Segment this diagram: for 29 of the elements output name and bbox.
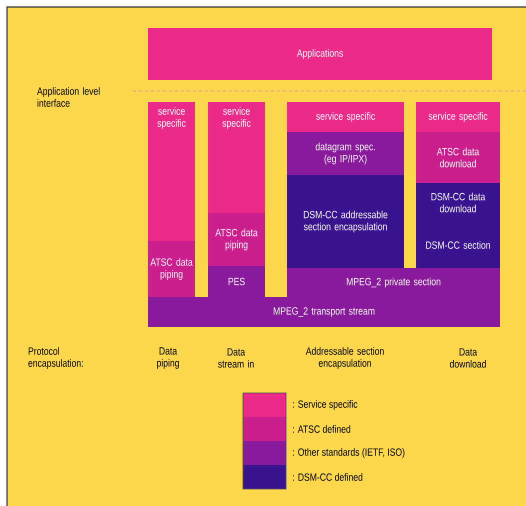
node-label: PES	[228, 278, 245, 286]
legend-label: : ATSC defined	[293, 425, 350, 433]
node-label: MPEG_2 transport stream	[274, 307, 374, 317]
layer-box: ATSC data piping	[208, 213, 265, 266]
label: Addressable section encapsulation	[306, 347, 384, 369]
layer-box: service specific	[287, 102, 404, 132]
legend-label: : Other standards (IETF, ISO)	[293, 448, 404, 458]
node-label: DSM-CC section	[426, 241, 490, 249]
node-label: MPEG_2 private section	[346, 278, 440, 288]
label: Data download	[450, 348, 486, 368]
layer-box: PES	[208, 266, 265, 297]
layer-box: Applications	[148, 28, 492, 80]
label: Protocol encapsulation:	[28, 347, 83, 369]
label: Data stream in	[218, 348, 254, 368]
layer-box: service specific	[416, 102, 500, 132]
legend-label: : Service specific	[293, 400, 358, 410]
layer-box: datagram spec. (eg IP/IPX)	[287, 132, 404, 175]
layer-box: MPEG_2 private section	[287, 268, 500, 297]
layer-box: DSM-CC data download	[416, 183, 500, 222]
node-label: DSM-CC data download	[431, 192, 486, 212]
label: Application level interface	[37, 87, 100, 107]
layer-box: ATSC data piping	[148, 241, 195, 297]
layer-box: service specific	[148, 102, 195, 241]
layer-box: ATSC data download	[416, 132, 500, 183]
legend-label: : DSM-CC defined	[293, 473, 362, 481]
layer-box: DSM-CC section	[416, 222, 500, 268]
layer-box: service specific	[208, 102, 265, 213]
layer-box: DSM-CC addressable section encapsulation	[287, 175, 404, 268]
label: Data piping	[157, 347, 179, 369]
